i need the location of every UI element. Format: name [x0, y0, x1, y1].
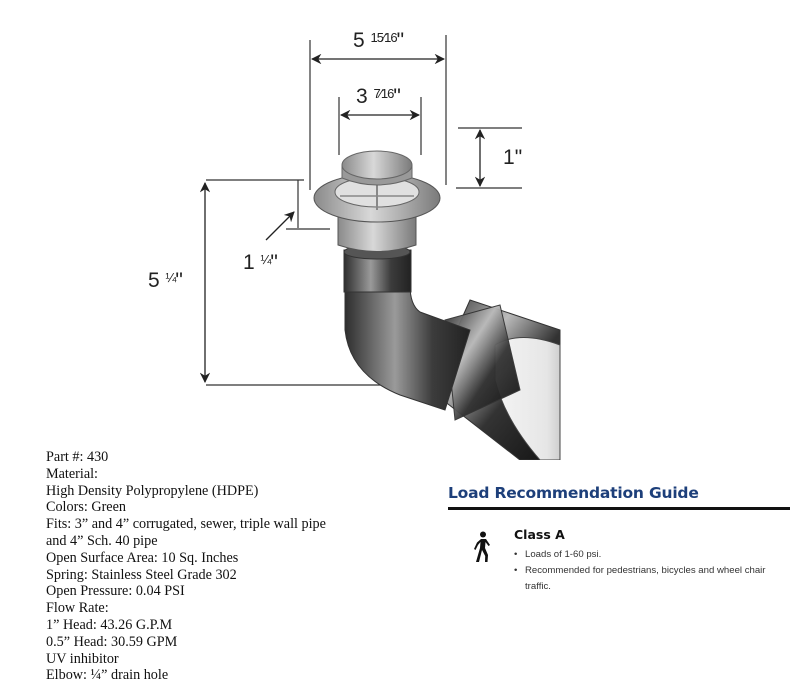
- overall-width-label: 5 15⁄16": [353, 29, 405, 52]
- overall-height-label: 5 ¼": [148, 269, 183, 292]
- load-class-a: Class A Loads of 1-60 psi. Recommended f…: [448, 527, 790, 607]
- spec-line: Elbow: ¼” drain hole: [46, 667, 169, 684]
- guide-divider: [448, 507, 790, 510]
- cap-height-label: 1": [503, 146, 523, 169]
- class-bullet: Recommended for pedestrians, bicycles an…: [514, 563, 784, 595]
- spec-line: Fits: 3” and 4” corrugated, sewer, tripl…: [46, 516, 326, 533]
- spec-line: Part #: 430: [46, 449, 109, 465]
- spec-line: Open Pressure: 0.04 PSI: [46, 583, 185, 600]
- drain-emitter-diagram: [199, 35, 561, 461]
- product-drawing: 5 15⁄16" 3 7⁄16" 1" 1 ¼" 5 ¼": [148, 29, 561, 461]
- spec-line: Material:: [46, 465, 98, 482]
- drain-product-icon: [313, 150, 561, 461]
- pedestrian-icon: [474, 531, 490, 562]
- rim-height-label: 1 ¼": [243, 251, 278, 274]
- spec-list: Part #: 430 Material: High Density Polyp…: [46, 449, 326, 684]
- class-bullet: Loads of 1-60 psi.: [514, 547, 784, 563]
- class-bullets: Loads of 1-60 psi. Recommended for pedes…: [514, 547, 784, 595]
- spec-line: Open Surface Area: 10 Sq. Inches: [46, 549, 239, 566]
- spec-line: High Density Polypropylene (HDPE): [46, 482, 259, 499]
- spec-line: Spring: Stainless Steel Grade 302: [46, 566, 237, 583]
- class-name: Class A: [514, 527, 565, 542]
- spec-line: Flow Rate:: [46, 600, 109, 617]
- spec-line: UV inhibitor: [46, 650, 119, 667]
- load-recommendation-guide: Load Recommendation Guide Class A Loads …: [448, 484, 790, 607]
- spec-line: 1” Head: 43.26 G.P.M: [46, 616, 173, 633]
- spec-line: Colors: Green: [46, 499, 126, 516]
- spec-line: and 4” Sch. 40 pipe: [46, 532, 158, 549]
- top-width-label: 3 7⁄16": [356, 85, 401, 108]
- guide-title: Load Recommendation Guide: [448, 484, 699, 502]
- spec-line: 0.5” Head: 30.59 GPM: [46, 633, 178, 650]
- rim-height-arrow: [265, 211, 295, 241]
